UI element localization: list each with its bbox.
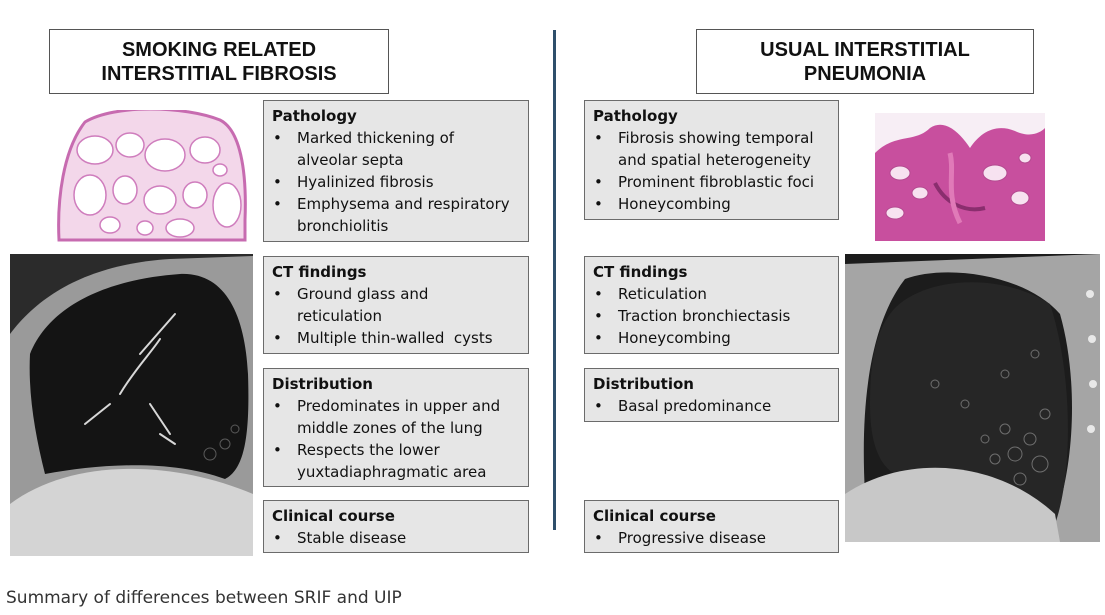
srif-clinical-title: Clinical course xyxy=(272,507,395,525)
srif-distribution-box: Distribution •Predominates in upper and … xyxy=(263,368,529,487)
uip-distribution-box: Distribution •Basal predominance xyxy=(584,368,839,422)
uip-pathology-item: •Fibrosis showing temporal and spatial h… xyxy=(594,129,814,169)
srif-pathology-box: Pathology •Marked thickening of alveolar… xyxy=(263,100,529,242)
uip-clinical-title: Clinical course xyxy=(593,507,716,525)
srif-ct-item: •Ground glass and reticulation xyxy=(273,285,429,325)
srif-title-box: SMOKING RELATED INTERSTITIAL FIBROSIS xyxy=(49,29,389,94)
srif-distribution-item: •Respects the lower yuxtadiaphragmatic a… xyxy=(273,441,487,481)
uip-histology-image xyxy=(875,113,1045,241)
srif-distribution-item: •Predominates in upper and middle zones … xyxy=(273,397,501,437)
uip-ct-box: CT findings •Reticulation •Traction bron… xyxy=(584,256,839,354)
uip-title-box: USUAL INTERSTITIAL PNEUMONIA xyxy=(696,29,1034,94)
srif-ct-box: CT findings •Ground glass and reticulati… xyxy=(263,256,529,354)
srif-distribution-title: Distribution xyxy=(272,375,373,393)
uip-pathology-item: •Honeycombing xyxy=(594,195,731,213)
uip-ct-image xyxy=(845,254,1100,542)
srif-pathology-item: •Hyalinized fibrosis xyxy=(273,173,434,191)
uip-clinical-item: •Progressive disease xyxy=(594,529,767,547)
srif-clinical-item: •Stable disease xyxy=(273,529,407,547)
srif-title: SMOKING RELATED INTERSTITIAL FIBROSIS xyxy=(101,38,337,85)
srif-pathology-title: Pathology xyxy=(272,107,357,125)
uip-pathology-box: Pathology •Fibrosis showing temporal and… xyxy=(584,100,839,220)
srif-ct-title: CT findings xyxy=(272,263,367,281)
center-divider xyxy=(553,30,556,530)
figure-caption: Summary of differences between SRIF and … xyxy=(6,588,402,608)
uip-ct-title: CT findings xyxy=(593,263,688,281)
srif-ct-item: •Multiple thin-walled cysts xyxy=(273,329,493,347)
uip-title: USUAL INTERSTITIAL PNEUMONIA xyxy=(760,38,970,85)
uip-pathology-title: Pathology xyxy=(593,107,678,125)
uip-clinical-box: Clinical course •Progressive disease xyxy=(584,500,839,553)
uip-ct-item: •Reticulation xyxy=(594,285,707,303)
uip-ct-item: •Honeycombing xyxy=(594,329,731,347)
uip-ct-item: •Traction bronchiectasis xyxy=(594,307,791,325)
srif-ct-image xyxy=(10,254,253,556)
uip-distribution-item: •Basal predominance xyxy=(594,397,772,415)
uip-distribution-title: Distribution xyxy=(593,375,694,393)
srif-histology-image xyxy=(55,110,250,245)
srif-clinical-box: Clinical course •Stable disease xyxy=(263,500,529,553)
srif-pathology-item: •Emphysema and respiratory bronchiolitis xyxy=(273,195,510,235)
srif-pathology-item: •Marked thickening of alveolar septa xyxy=(273,129,455,169)
uip-pathology-item: •Prominent fibroblastic foci xyxy=(594,173,815,191)
